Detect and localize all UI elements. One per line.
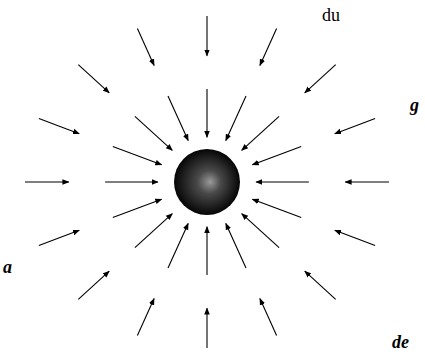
field-arrow: [242, 116, 279, 150]
field-arrow: [226, 223, 246, 268]
field-arrow: [305, 65, 336, 93]
field-arrow: [113, 199, 162, 217]
field-arrow: [78, 271, 109, 299]
field-arrow: [25, 181, 69, 182]
field-arrow: [39, 119, 79, 134]
field-arrow: [335, 119, 375, 134]
text-fragment: de: [392, 333, 409, 351]
text-fragment: a: [3, 258, 12, 276]
field-arrow: [135, 116, 172, 150]
field-arrow: [345, 181, 389, 182]
field-arrow: [305, 271, 336, 299]
field-arrow: [252, 146, 301, 164]
field-arrow: [226, 96, 246, 141]
field-arrow: [256, 181, 309, 182]
field-arrow: [260, 29, 277, 66]
field-arrow: [206, 227, 207, 275]
field-arrow: [39, 230, 79, 245]
field-arrow: [168, 223, 188, 268]
field-arrow: [335, 230, 375, 245]
field-arrows: [25, 16, 389, 348]
field-arrow: [137, 299, 154, 336]
field-arrow: [78, 65, 109, 93]
field-arrow: [206, 16, 207, 56]
text-fragment: du: [322, 6, 340, 24]
field-arrow: [113, 146, 162, 164]
field-arrow: [206, 308, 207, 348]
field-arrow: [242, 214, 279, 248]
field-arrow: [252, 199, 301, 217]
field-arrow: [260, 299, 277, 336]
field-arrow: [168, 96, 188, 141]
field-arrow: [206, 89, 207, 137]
field-arrow: [137, 29, 154, 66]
field-arrow: [135, 214, 172, 248]
central-sphere: [174, 149, 240, 215]
text-fragment: g: [410, 96, 419, 114]
field-arrow: [105, 181, 158, 182]
